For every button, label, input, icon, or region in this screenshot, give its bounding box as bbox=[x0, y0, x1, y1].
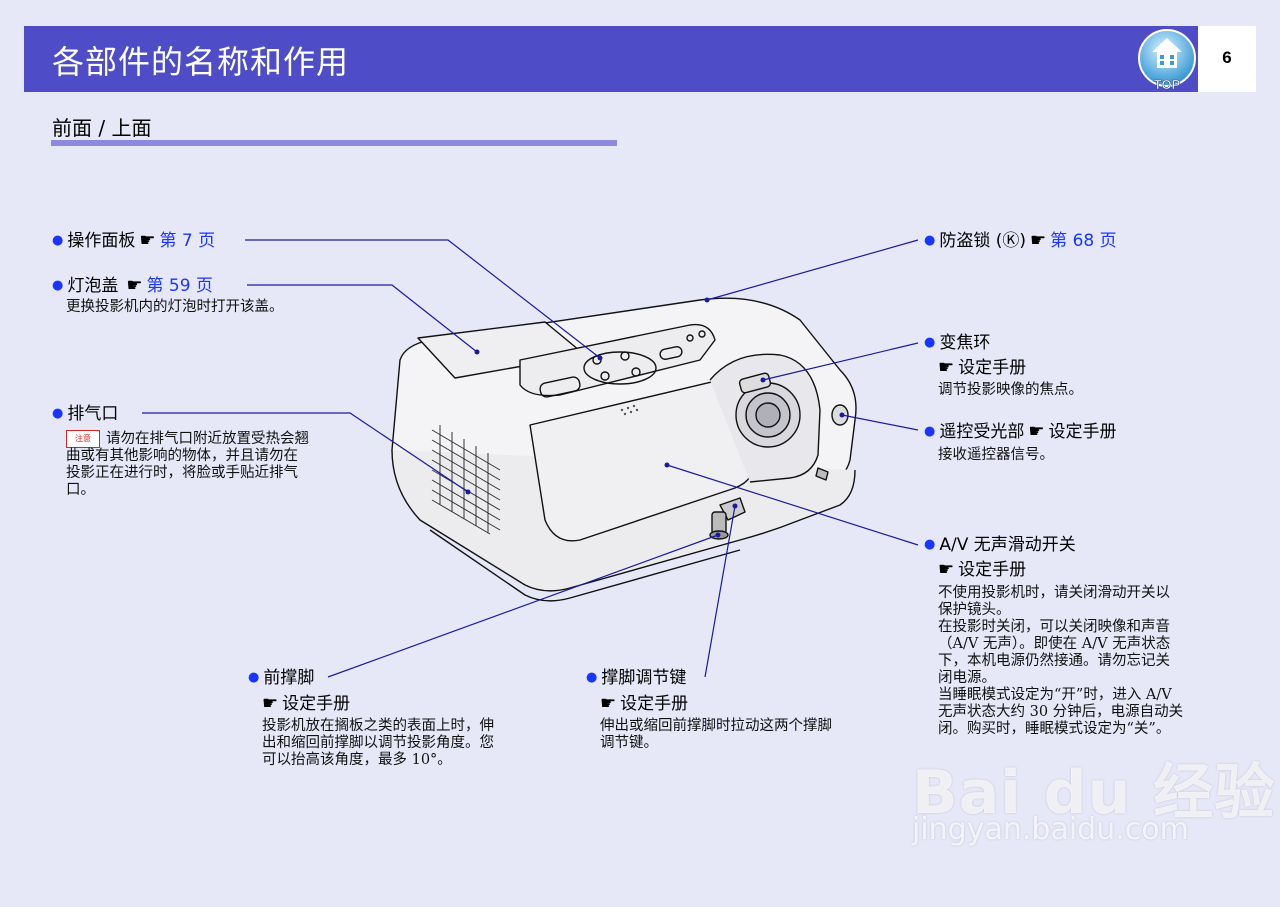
lamp-cover-desc: 更换投影机内的灯泡时打开该盖。 bbox=[66, 299, 284, 315]
exhaust-vent-desc: 注意请勿在排气口附近放置受热会翘 曲或有其他影响的物体，并且请勿在 投影正在进行… bbox=[66, 430, 366, 499]
desc-line: 无声状态大约 30 分钟后，电源自动关 bbox=[938, 704, 1184, 720]
desc-line: （A/V 无声）。即使在 A/V 无声状态 bbox=[938, 636, 1171, 652]
top-button[interactable]: TOP bbox=[1136, 28, 1198, 92]
desc-line: 曲或有其他影响的物体，并且请勿在 bbox=[66, 448, 298, 464]
setup-manual-ref[interactable]: 设定手册 bbox=[958, 560, 1027, 580]
header-bar bbox=[24, 26, 1198, 92]
desc-line: 当睡眠模式设定为“开”时，进入 A/V bbox=[938, 687, 1172, 703]
setup-manual-ref[interactable]: 设定手册 bbox=[282, 694, 351, 714]
front-foot-desc: 投影机放在搁板之类的表面上时，伸 出和缩回前撑脚以调节投影角度。您 可以抬高该角… bbox=[262, 718, 562, 769]
pointing-hand-icon: ☛ bbox=[1028, 421, 1045, 442]
callout-exhaust-vent: ●排气口 bbox=[52, 403, 118, 427]
callout-label: 排气口 bbox=[67, 404, 119, 424]
bullet-icon: ● bbox=[924, 537, 936, 552]
callout-label-end: ) bbox=[1019, 231, 1027, 251]
desc-line: 可以抬高该角度，最多 10°。 bbox=[262, 752, 452, 768]
watermark-logo: Bai du 经验 bbox=[912, 758, 1276, 828]
projector-illustration bbox=[391, 297, 857, 602]
leader-endpoints bbox=[465, 297, 845, 538]
foot-lever-desc: 伸出或缩回前撑脚时拉动这两个撑脚 调节键。 bbox=[600, 718, 900, 752]
callout-label: 变焦环 bbox=[939, 333, 991, 353]
foot-lever-ref: ☛设定手册 bbox=[600, 692, 688, 716]
front-foot-ref: ☛设定手册 bbox=[262, 692, 350, 716]
callout-av-mute: ●A/V 无声滑动开关 bbox=[924, 534, 1076, 558]
desc-line: 下，本机电源仍然接通。请勿忘记关 bbox=[938, 653, 1170, 669]
lock-icon: Ⓚ bbox=[1002, 231, 1020, 251]
callout-label: A/V 无声滑动开关 bbox=[939, 535, 1076, 555]
callout-label: 操作面板 bbox=[67, 231, 136, 251]
callout-zoom-ring: ●变焦环 bbox=[924, 332, 990, 356]
callout-remote-receiver: ●遥控受光部☛设定手册 bbox=[924, 420, 1116, 445]
bullet-icon: ● bbox=[924, 335, 936, 350]
link-page-59[interactable]: 第 59 页 bbox=[146, 276, 213, 296]
callout-control-panel: ●操作面板☛第 7 页 bbox=[52, 229, 215, 254]
setup-manual-ref[interactable]: 设定手册 bbox=[1048, 422, 1117, 442]
setup-manual-ref[interactable]: 设定手册 bbox=[620, 694, 689, 714]
bullet-icon: ● bbox=[52, 233, 64, 248]
page-title: 各部件的名称和作用 bbox=[52, 43, 350, 81]
home-icon: TOP bbox=[1138, 29, 1196, 92]
callout-front-foot: ●前撑脚 bbox=[248, 667, 314, 691]
bullet-icon: ● bbox=[52, 278, 64, 293]
page-number: 6 bbox=[1222, 48, 1232, 67]
bullet-icon: ● bbox=[586, 670, 598, 685]
leader-lines bbox=[142, 239, 919, 678]
pointing-hand-icon: ☛ bbox=[139, 230, 156, 251]
desc-line: 出和缩回前撑脚以调节投影角度。您 bbox=[262, 735, 494, 751]
av-mute-ref: ☛设定手册 bbox=[938, 558, 1026, 582]
callout-label: 前撑脚 bbox=[263, 668, 315, 688]
section-title: 前面 / 上面 bbox=[52, 116, 152, 140]
section-underline bbox=[51, 140, 617, 146]
svg-text:TOP: TOP bbox=[1154, 77, 1181, 92]
desc-line: 调节键。 bbox=[600, 735, 658, 751]
pointing-hand-icon: ☛ bbox=[126, 275, 143, 296]
watermark-url: jingyan.baidu.com bbox=[912, 812, 1189, 847]
pointing-hand-icon: ☛ bbox=[600, 693, 617, 714]
pointing-hand-icon: ☛ bbox=[262, 693, 279, 714]
link-page-7[interactable]: 第 7 页 bbox=[159, 231, 216, 251]
zoom-ring-desc: 调节投影映像的焦点。 bbox=[938, 382, 1083, 398]
page-number-box bbox=[1198, 26, 1256, 92]
bullet-icon: ● bbox=[924, 233, 936, 248]
callout-label: 灯泡盖 bbox=[67, 276, 119, 296]
pointing-hand-icon: ☛ bbox=[938, 357, 955, 378]
callout-security-slot: ●防盗锁 (Ⓚ)☛第 68 页 bbox=[924, 229, 1117, 254]
desc-line: 投影机放在搁板之类的表面上时，伸 bbox=[262, 718, 494, 734]
callout-foot-lever: ●撑脚调节键 bbox=[586, 667, 686, 691]
desc-line: 伸出或缩回前撑脚时拉动这两个撑脚 bbox=[600, 718, 832, 734]
remote-receiver-desc: 接收遥控器信号。 bbox=[938, 447, 1054, 463]
link-page-68[interactable]: 第 68 页 bbox=[1050, 231, 1117, 251]
callout-lamp-cover: ●灯泡盖 ☛第 59 页 bbox=[52, 274, 213, 299]
desc-line: 在投影时关闭，可以关闭映像和声音 bbox=[938, 619, 1170, 635]
pointing-hand-icon: ☛ bbox=[938, 559, 955, 580]
callout-label: 防盗锁 ( bbox=[939, 231, 1003, 251]
desc-line: 不使用投影机时，请关闭滑动开关以 bbox=[938, 585, 1170, 601]
bullet-icon: ● bbox=[924, 424, 936, 439]
desc-line: 闭。购买时，睡眠模式设定为“关”。 bbox=[938, 721, 1171, 737]
desc-line: 闭电源。 bbox=[938, 670, 996, 686]
caution-badge: 注意 bbox=[66, 430, 100, 448]
av-mute-desc: 不使用投影机时，请关闭滑动开关以 保护镜头。 在投影时关闭，可以关闭映像和声音 … bbox=[938, 585, 1238, 738]
pointing-hand-icon: ☛ bbox=[1030, 230, 1047, 251]
bullet-icon: ● bbox=[52, 406, 64, 421]
callout-label: 撑脚调节键 bbox=[601, 668, 687, 688]
setup-manual-ref[interactable]: 设定手册 bbox=[958, 358, 1027, 378]
desc-line: 口。 bbox=[66, 482, 95, 498]
desc-line: 保护镜头。 bbox=[938, 602, 1011, 618]
desc-line: 投影正在进行时，将脸或手贴近排气 bbox=[66, 465, 298, 481]
desc-line: 请勿在排气口附近放置受热会翘 bbox=[106, 431, 309, 447]
zoom-ring-ref: ☛设定手册 bbox=[938, 356, 1026, 380]
bullet-icon: ● bbox=[248, 670, 260, 685]
callout-label: 遥控受光部 bbox=[939, 422, 1025, 442]
